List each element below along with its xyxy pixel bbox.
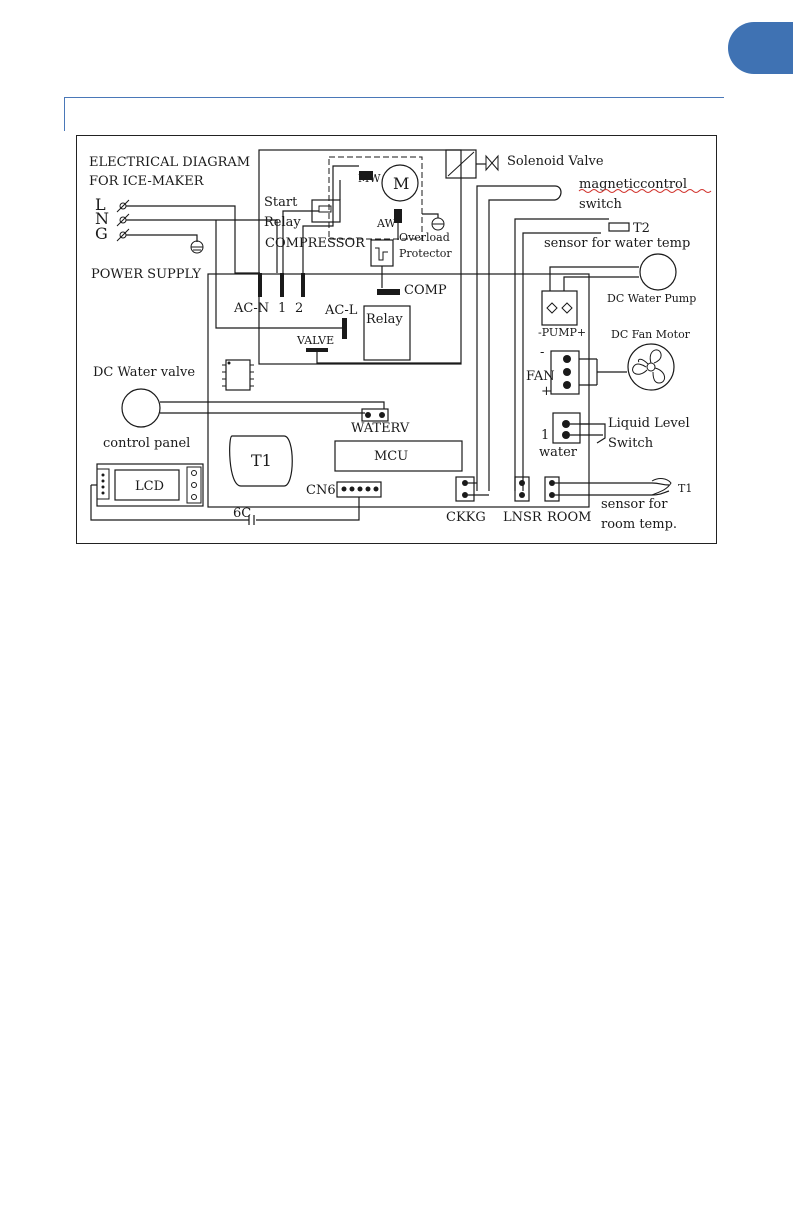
pump-connector	[541, 290, 578, 326]
comp-label: COMP	[404, 283, 447, 298]
ckkg-connector	[455, 476, 475, 502]
room-temp-label-1: sensor for	[601, 497, 668, 512]
dc-water-pump-icon	[639, 253, 677, 291]
t1-box-label: T1	[251, 451, 272, 470]
pump-connector-label: -PUMP+	[538, 326, 586, 339]
overload-label-2: Protector	[399, 247, 452, 260]
mcu-label: MCU	[374, 449, 408, 464]
t2-label: T2	[633, 221, 650, 236]
waterv-label: WATERV	[351, 421, 410, 436]
start-relay-label-1: Start	[264, 195, 298, 210]
fan-minus-label: -	[540, 345, 544, 360]
magnetic-switch-label-1: magneticcontrol	[579, 177, 687, 192]
dc-water-pump-label: DC Water Pump	[607, 292, 696, 305]
room-label: ROOM	[547, 510, 591, 525]
terminal-2	[301, 273, 305, 297]
ic-chip-icon	[222, 359, 254, 391]
cn6-label: CN6	[306, 483, 336, 498]
mcu-box	[334, 440, 463, 472]
fan-connector-label: FAN	[526, 369, 555, 384]
control-panel-label: control panel	[103, 436, 190, 451]
lnsr-label: LNSR	[503, 510, 543, 525]
terminal-1	[280, 273, 284, 297]
power-supply-label: POWER SUPPLY	[91, 267, 201, 282]
solenoid-valve-label: Solenoid Valve	[507, 154, 604, 169]
ac-l-label: AC-L	[324, 303, 358, 318]
diagram-title-line2: FOR ICE-MAKER	[89, 174, 205, 189]
t1-transformer-box	[229, 435, 293, 487]
overload-protector-icon	[370, 239, 394, 267]
ac-n-terminal	[258, 273, 262, 297]
diagram-svg: ELECTRICAL DIAGRAM FOR ICE-MAKER L N G P…	[89, 149, 712, 532]
aw-label: AW	[376, 217, 396, 230]
aw-terminal	[394, 209, 402, 223]
terminal-1-label: 1	[278, 301, 286, 316]
solenoid-valve-icon	[485, 154, 499, 172]
t1-room-sensor-icon	[651, 478, 672, 496]
dc-water-valve-label: DC Water valve	[93, 365, 195, 380]
lcd-label: LCD	[135, 479, 164, 494]
terminal-2-label: 2	[295, 301, 303, 316]
ac-l-terminal	[342, 318, 347, 339]
power-g-label: G	[95, 224, 108, 243]
compressor-motor-icon	[381, 164, 419, 202]
start-relay-contact	[318, 205, 332, 213]
capacitor-label: 6C	[233, 506, 251, 521]
header-rule-tick	[64, 97, 65, 131]
liquid-level-label-2: Switch	[608, 436, 654, 451]
compressor-box	[258, 149, 462, 365]
t1-sensor-label: T1	[678, 482, 692, 495]
ground-symbol	[190, 240, 204, 254]
magnetic-switch-label-2: switch	[579, 197, 622, 212]
liquid-level-connector	[552, 412, 581, 444]
room-temp-label-2: room temp.	[601, 517, 677, 532]
room-connector	[544, 476, 560, 502]
compressor-dashed-housing	[328, 156, 423, 240]
electrical-diagram: ELECTRICAL DIAGRAM FOR ICE-MAKER L N G P…	[76, 135, 717, 544]
power-l-label: L	[95, 195, 106, 214]
mw-label: MW	[358, 172, 381, 185]
water-temp-label: sensor for water temp	[544, 236, 690, 251]
chapter-tab	[728, 22, 793, 74]
valve-terminal	[306, 348, 328, 352]
diagram-title-line1: ELECTRICAL DIAGRAM	[89, 155, 250, 170]
ac-n-label: AC-N	[233, 301, 269, 316]
spellcheck-underline	[578, 189, 712, 193]
comp-terminal	[377, 289, 400, 295]
liquid-one-label: 1	[541, 428, 549, 443]
relay-box	[363, 305, 411, 361]
control-board-outline	[207, 273, 590, 508]
header-rule	[64, 97, 724, 98]
compressor-motor-label: M	[393, 174, 409, 193]
waterv-connector	[361, 408, 389, 422]
lnsr-connector	[514, 476, 530, 502]
compressor-label: COMPRESSOR	[265, 236, 366, 251]
valve-label: VALVE	[296, 334, 334, 347]
t2-sensor-icon	[608, 222, 630, 232]
relay-label: Relay	[366, 312, 403, 327]
ckkg-label: CKKG	[446, 510, 486, 525]
lcd-display	[96, 463, 204, 507]
power-n-label: N	[95, 209, 109, 228]
fan-icon	[627, 343, 675, 391]
liquid-water-label: water	[539, 445, 578, 460]
dc-water-valve-icon	[121, 388, 161, 428]
dc-fan-motor-label: DC Fan Motor	[611, 328, 691, 341]
liquid-level-label-1: Liquid Level	[608, 416, 690, 431]
power-supply-terminals	[116, 199, 346, 329]
fan-plus-label: +	[541, 384, 552, 399]
mw-terminal	[359, 171, 373, 180]
overload-label-1: Overload	[399, 231, 450, 244]
fan-connector	[550, 350, 580, 395]
